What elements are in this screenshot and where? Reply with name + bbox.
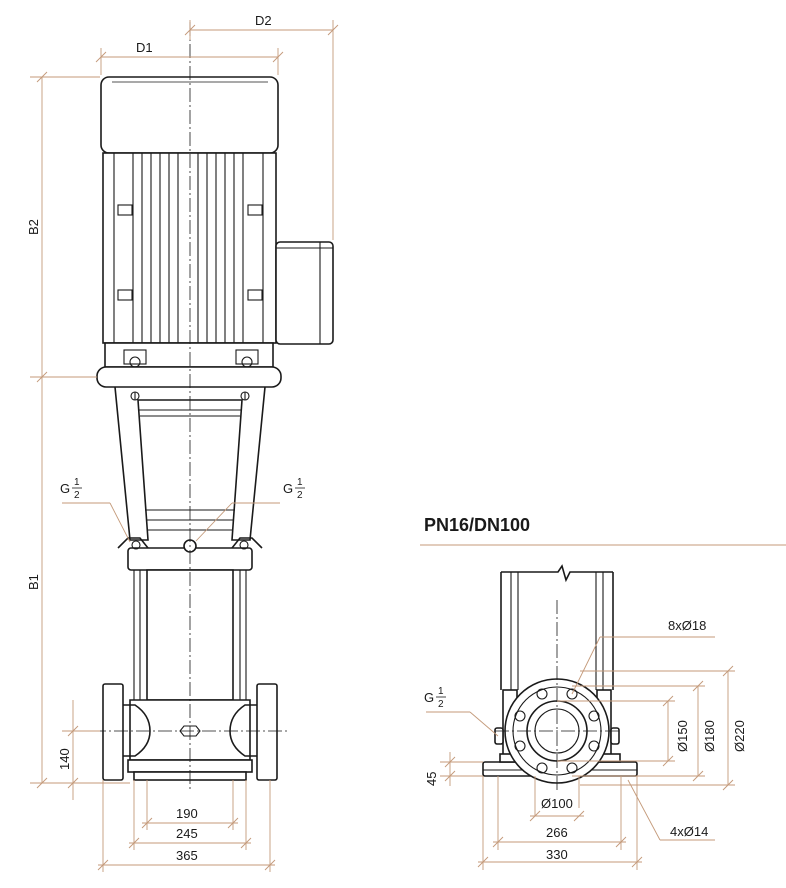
dia-180-label: Ø180 bbox=[702, 720, 717, 752]
pump-front-view: D1 D2 B2 B1 140 190 245 365 G 1 2 G 1 2 bbox=[26, 13, 339, 872]
motor-cap bbox=[100, 76, 279, 154]
port-label-right: G 1 2 bbox=[283, 477, 305, 501]
svg-text:G: G bbox=[424, 690, 434, 705]
dim-d1-label: D1 bbox=[136, 40, 153, 55]
dia-100-label: Ø100 bbox=[541, 796, 573, 811]
dim-b2-label: B2 bbox=[26, 219, 41, 235]
svg-text:2: 2 bbox=[297, 490, 303, 501]
svg-text:G: G bbox=[60, 481, 70, 496]
motor-body bbox=[102, 152, 277, 344]
holes-flange-label: 8xØ18 bbox=[668, 618, 706, 633]
svg-text:1: 1 bbox=[438, 686, 444, 697]
dim-330-label: 330 bbox=[546, 847, 568, 862]
svg-text:1: 1 bbox=[74, 477, 80, 488]
svg-text:2: 2 bbox=[74, 490, 80, 501]
flange-dimensions bbox=[426, 636, 735, 870]
svg-text:1: 1 bbox=[297, 477, 303, 488]
terminal-box bbox=[275, 241, 334, 345]
dia-150-label: Ø150 bbox=[675, 720, 690, 752]
front-dimensions bbox=[30, 20, 339, 872]
bolt-holes bbox=[514, 688, 600, 774]
dia-220-label: Ø220 bbox=[732, 720, 747, 752]
dim-d2-label: D2 bbox=[255, 13, 272, 28]
dim-45-label: 45 bbox=[424, 772, 439, 786]
port-label-left: G 1 2 bbox=[60, 477, 82, 501]
svg-text:2: 2 bbox=[438, 699, 444, 710]
port-label-flange: G 1 2 bbox=[424, 686, 446, 710]
flange-view: PN16/DN100 bbox=[420, 515, 786, 870]
svg-text:G: G bbox=[283, 481, 293, 496]
motor-flange bbox=[96, 342, 282, 388]
dim-266-label: 266 bbox=[546, 825, 568, 840]
column bbox=[500, 564, 614, 690]
view-title: PN16/DN100 bbox=[424, 515, 530, 535]
dim-140-label: 140 bbox=[57, 748, 72, 770]
holes-base-label: 4xØ14 bbox=[670, 824, 708, 839]
dim-b1-label: B1 bbox=[26, 574, 41, 590]
dim-365-label: 365 bbox=[176, 848, 198, 863]
dim-245-label: 245 bbox=[176, 826, 198, 841]
dim-190-label: 190 bbox=[176, 806, 198, 821]
